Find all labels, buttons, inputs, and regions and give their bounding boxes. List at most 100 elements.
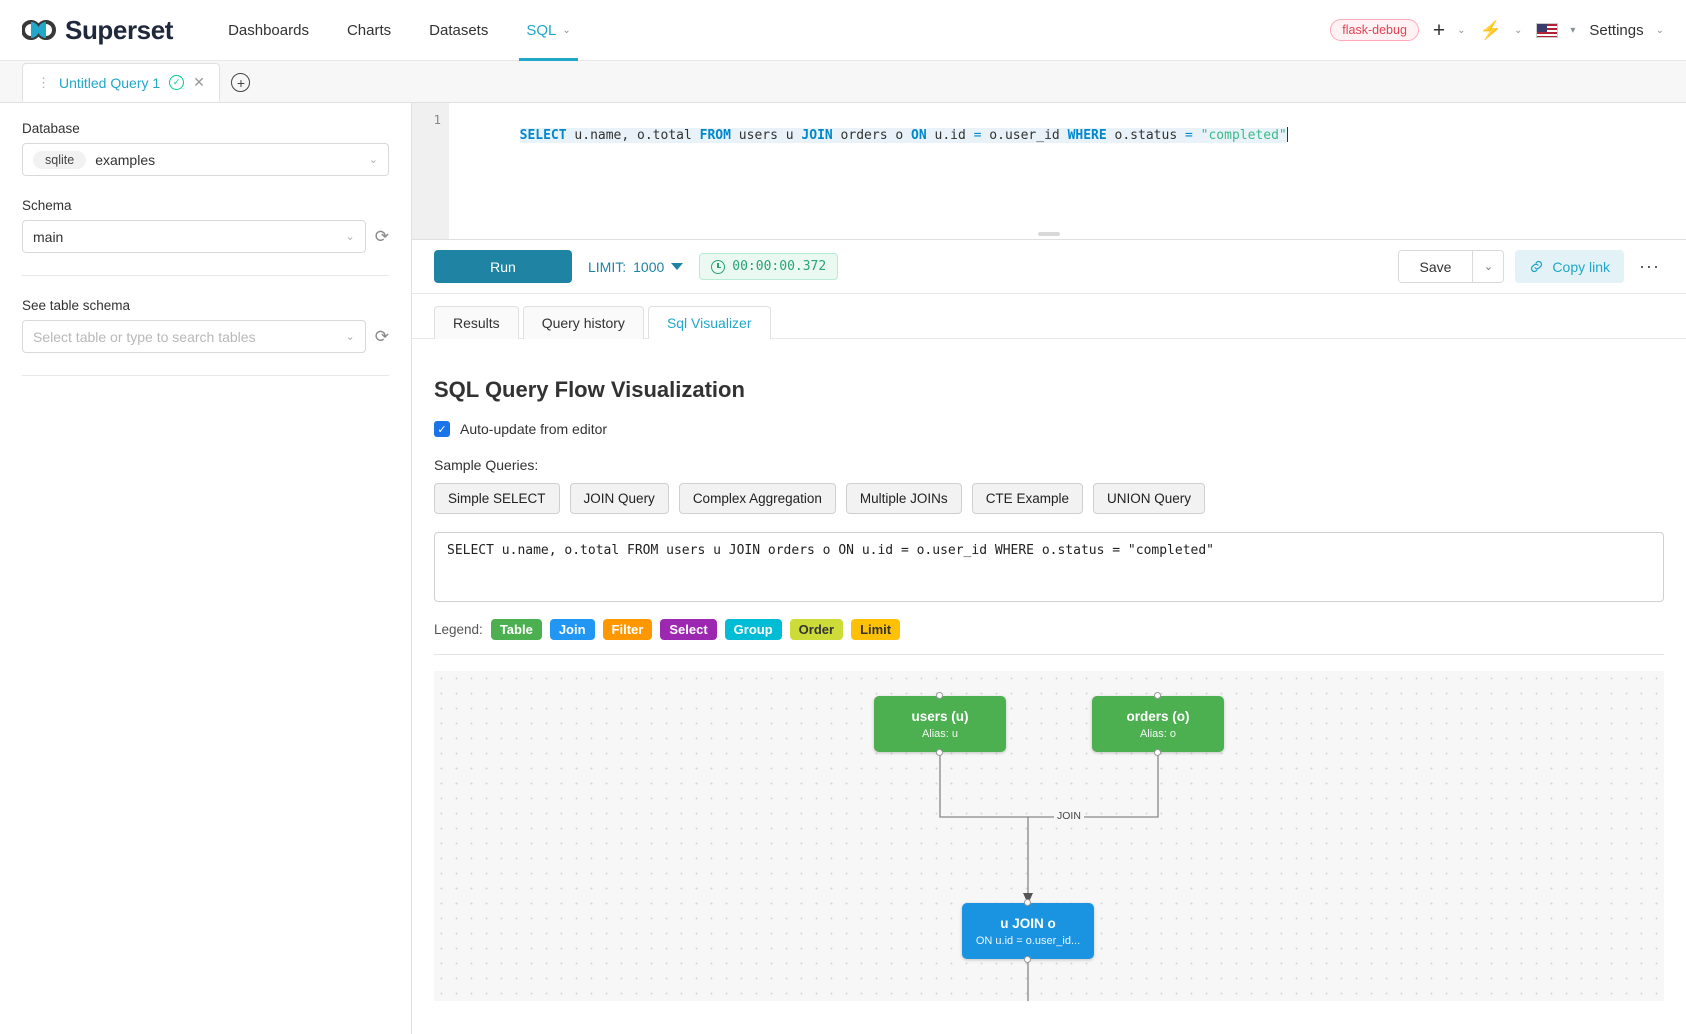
legend-item-group: Group [724, 619, 782, 640]
schema-select[interactable]: main ⌄ [22, 220, 366, 253]
copy-link-button[interactable]: Copy link [1515, 250, 1625, 283]
drag-handle-icon[interactable]: ⋮ [37, 74, 50, 90]
editor-code[interactable]: SELECT u.name, o.total FROM users u JOIN… [449, 103, 1686, 239]
tab-sql-visualizer[interactable]: Sql Visualizer [647, 306, 771, 339]
tab-results[interactable]: Results [434, 306, 519, 339]
limit-label: LIMIT: [588, 258, 627, 275]
chevron-down-icon: ⌄ [1457, 24, 1466, 36]
flask-debug-badge: flask-debug [1330, 19, 1419, 41]
node-orders[interactable]: orders (o) Alias: o [1092, 692, 1224, 756]
schema-value: main [33, 228, 64, 245]
node-subtitle: Alias: u [921, 727, 959, 740]
nav-link-label: Charts [346, 21, 392, 39]
nav-link-sql[interactable]: SQL ⌄ [507, 0, 589, 61]
language-selector[interactable]: ▾ [1536, 22, 1576, 38]
run-button[interactable]: Run [434, 250, 572, 283]
nav-link-datasets[interactable]: Datasets [410, 0, 507, 61]
result-tabs: Results Query history Sql Visualizer [412, 294, 1686, 339]
auto-update-row: ✓ Auto-update from editor [434, 421, 1664, 437]
sql-editor[interactable]: 1 SELECT u.name, o.total FROM users u JO… [412, 103, 1686, 240]
right-pane: 1 SELECT u.name, o.total FROM users u JO… [412, 103, 1686, 1034]
node-join[interactable]: u JOIN o ON u.id = o.user_id... [962, 899, 1094, 963]
chevron-down-icon: ⌄ [1513, 24, 1523, 36]
check-circle-icon: ✓ [169, 75, 185, 90]
copy-link-label: Copy link [1552, 258, 1611, 275]
nav-link-label: Dashboards [228, 21, 309, 39]
legend-label: Legend: [434, 622, 483, 637]
superset-logo[interactable]: Superset [22, 15, 173, 46]
chevron-down-icon: ⌄ [1655, 24, 1664, 36]
nav-links: Dashboards Charts Datasets SQL ⌄ [209, 0, 590, 61]
limit-dropdown[interactable]: LIMIT: 1000 [588, 258, 684, 275]
plus-icon: + [1432, 18, 1446, 42]
sample-button-complex-aggregation[interactable]: Complex Aggregation [678, 483, 836, 514]
page-title: SQL Query Flow Visualization [434, 377, 745, 402]
more-options-icon[interactable]: ··· [1639, 256, 1660, 276]
node-subtitle: ON u.id = o.user_id... [975, 934, 1081, 947]
node-port-top [1024, 899, 1031, 906]
brand-text: Superset [65, 14, 174, 45]
save-dropdown-chevron-down-icon[interactable]: ⌄ [1472, 251, 1504, 282]
legend-item-limit: Limit [851, 619, 901, 640]
top-navbar: Superset Dashboards Charts Datasets SQL … [0, 0, 1686, 61]
editor-body: Database sqlite examples ⌄ Schema main ⌄… [0, 103, 1686, 1034]
caret-down-icon: ▾ [1570, 24, 1576, 36]
refresh-schema-icon[interactable]: ⟳ [374, 227, 389, 246]
sql-tokens: SELECT u.name, o.total FROM users u JOIN… [519, 128, 1287, 143]
sample-button-union-query[interactable]: UNION Query [1092, 483, 1205, 514]
save-button-group: Save ⌄ [1397, 250, 1505, 283]
add-query-tab-button[interactable]: + [221, 63, 260, 102]
legend-item-select: Select [660, 619, 717, 640]
table-row: Select table or type to search tables ⌄ … [22, 320, 389, 353]
chevron-down-icon: ⌄ [562, 24, 571, 36]
resize-grip[interactable] [1038, 232, 1060, 236]
settings-menu[interactable]: Settings ⌄ [1589, 22, 1664, 39]
sample-button-join-query[interactable]: JOIN Query [569, 483, 669, 514]
node-title: u JOIN o [1000, 915, 1056, 931]
divider [434, 654, 1664, 655]
line-number: 1 [433, 112, 441, 127]
refresh-tables-icon[interactable]: ⟳ [374, 327, 389, 346]
bolt-icon: ⚡ [1479, 20, 1502, 40]
auto-update-checkbox[interactable]: ✓ [434, 421, 450, 437]
editor-toolbar: Run LIMIT: 1000 00:00:00.372 Save ⌄ [412, 232, 1686, 294]
see-table-schema-label: See table schema [22, 298, 131, 313]
legend-item-order: Order [789, 619, 844, 640]
node-users[interactable]: users (u) Alias: u [874, 692, 1006, 756]
sample-button-multiple-joins[interactable]: Multiple JOINs [845, 483, 962, 514]
nav-link-dashboards[interactable]: Dashboards [209, 0, 328, 61]
limit-value: 1000 [633, 258, 665, 275]
sample-queries-label: Sample Queries: [434, 457, 539, 473]
auto-update-label: Auto-update from editor [460, 421, 608, 437]
divider [22, 275, 389, 276]
database-label: Database [22, 121, 80, 136]
query-tab-untitled-query-1[interactable]: ⋮ Untitled Query 1 ✓ ✕ [22, 63, 220, 102]
sample-button-simple-select[interactable]: Simple SELECT [434, 483, 560, 514]
database-select[interactable]: sqlite examples ⌄ [22, 143, 389, 176]
new-menu-button[interactable]: + ⌄ [1433, 20, 1466, 41]
node-port-bottom [936, 749, 943, 756]
toolbar-right: Save ⌄ Copy link ··· [1397, 250, 1665, 283]
quick-actions-button[interactable]: ⚡ ⌄ [1480, 21, 1523, 39]
tab-query-history[interactable]: Query history [522, 306, 644, 339]
query-flow-canvas[interactable]: JOIN users (u) Alias: u orders (o) Alias… [434, 671, 1664, 1001]
close-icon[interactable]: ✕ [193, 74, 205, 90]
us-flag-icon [1536, 22, 1559, 38]
legend: Legend: Table Join Filter Select Group O… [434, 619, 1664, 640]
sql-input-textarea[interactable] [434, 532, 1664, 602]
nav-link-charts[interactable]: Charts [328, 0, 410, 61]
caret-down-icon [671, 263, 684, 270]
table-placeholder: Select table or type to search tables [33, 328, 256, 345]
sql-visualizer-panel: SQL Query Flow Visualization ✓ Auto-upda… [412, 339, 1686, 1034]
legend-item-table: Table [490, 619, 542, 640]
sample-button-cte-example[interactable]: CTE Example [971, 483, 1083, 514]
settings-label: Settings [1589, 21, 1644, 39]
table-select[interactable]: Select table or type to search tables ⌄ [22, 320, 366, 353]
node-title: users (u) [911, 708, 969, 724]
node-port-bottom [1024, 956, 1031, 963]
plus-circle-icon: + [231, 73, 251, 92]
save-button[interactable]: Save [1398, 251, 1473, 282]
schema-label: Schema [22, 198, 72, 213]
node-title: orders (o) [1126, 708, 1190, 724]
query-timer: 00:00:00.372 [699, 253, 839, 280]
